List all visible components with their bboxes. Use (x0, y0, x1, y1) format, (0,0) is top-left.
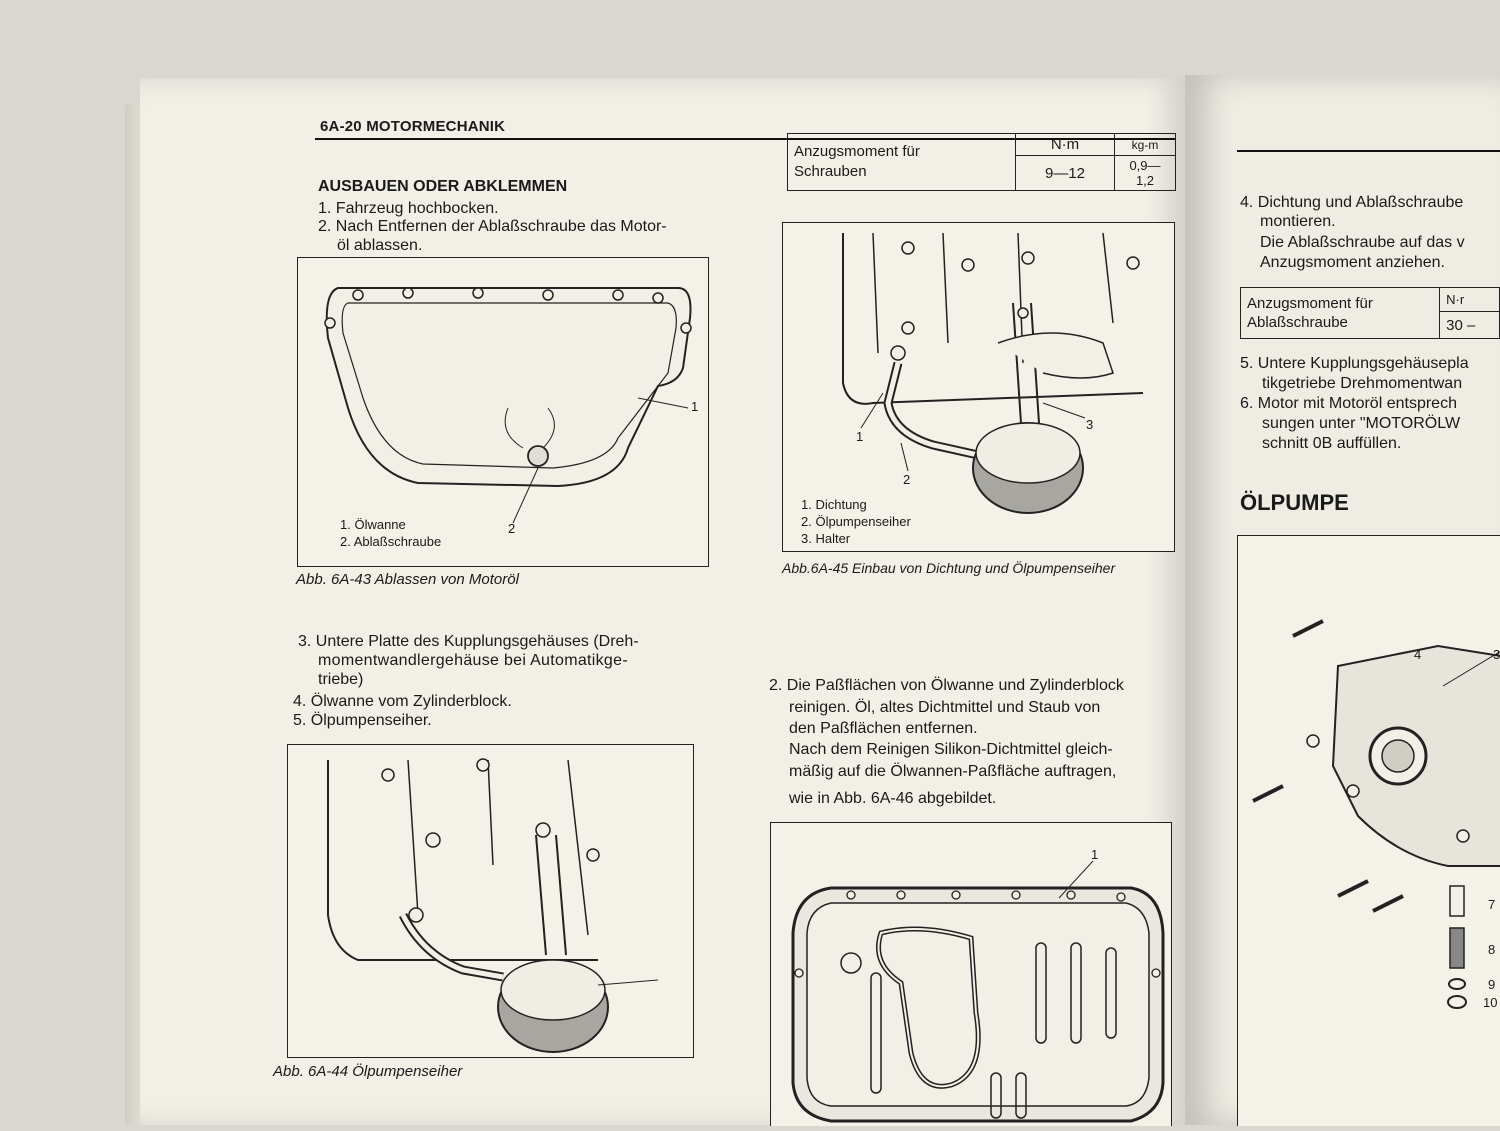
caption-6a-43: Abb. 6A-43 Ablassen von Motoröl (296, 571, 519, 588)
callout-3: 3 (1493, 647, 1500, 662)
section-title-ausbauen: AUSBAUEN ODER ABKLEMMEN (318, 178, 568, 195)
step-2-m-line4: Nach dem Reinigen Silikon-Dichtmittel gl… (789, 741, 1113, 758)
step-6-r-line3: schnitt 0B auffüllen. (1262, 435, 1402, 452)
step-1: 1. Fahrzeug hochbocken. (318, 200, 499, 217)
callout-7: 7 (1488, 897, 1496, 912)
caption-6a-45: Abb.6A-45 Einbau von Dichtung und Ölpump… (782, 560, 1116, 576)
torque-table-bolts: Anzugsmoment für Schrauben N·m kg-m 9—12… (787, 133, 1176, 191)
step-2-m-line1: 2. Die Paßflächen von Ölwanne und Zylind… (769, 677, 1124, 694)
step-2-m-line2: reinigen. Öl, altes Dichtmittel und Stau… (789, 699, 1101, 716)
callout-1: 1 (691, 399, 699, 414)
gasket-strainer-installation-illustration (842, 232, 1144, 514)
step-5: 5. Ölpumpenseiher. (293, 712, 432, 729)
torque-label-line2: Ablaßschraube (1247, 314, 1348, 331)
step-2-m-line3: den Paßflächen entfernen. (789, 720, 978, 737)
step-3-line1: 3. Untere Platte des Kupplungsgehäuses (… (298, 633, 639, 650)
step-2-m-line6: wie in Abb. 6A-46 abgebildet. (789, 790, 997, 807)
step-3-line2: momentwandlergehäuse bei Automatikge- (318, 652, 628, 669)
legend-item-2: 2. Ölpumpenseiher (801, 514, 911, 529)
step-3-line3: triebe) (318, 671, 364, 688)
figure-oil-pump: 4 3 7 8 9 10 (1237, 535, 1500, 1126)
sealant-application-illustration (791, 860, 1165, 1123)
torque-value-nm: 9—12 (1015, 155, 1115, 191)
caption-6a-44: Abb. 6A-44 Ölpumpenseiher (273, 1063, 463, 1080)
step-6-r-line1: 6. Motor mit Motoröl entsprech (1240, 395, 1457, 412)
oil-pan-drain-illustration (324, 287, 692, 524)
callout-1: 1 (1091, 847, 1099, 862)
header-rule (315, 138, 1175, 140)
step-4-r-line4: Anzugsmoment anziehen. (1260, 254, 1445, 271)
torque-label-line2: Schrauben (794, 163, 867, 180)
step-4: 4. Ölwanne vom Zylinderblock. (293, 693, 512, 710)
legend-item-3: 3. Halter (801, 531, 851, 546)
torque-label-line1: Anzugsmoment für (1247, 295, 1373, 312)
callout-4: 4 (1414, 647, 1422, 662)
legend-item-2: 2. Ablaßschraube (340, 534, 442, 549)
torque-unit-nm: N·m (1015, 133, 1115, 156)
torque-value: 30 – (1439, 311, 1500, 339)
torque-label-line1: Anzugsmoment für (794, 143, 920, 160)
step-6-r-line2: sungen unter "MOTORÖLW (1262, 415, 1461, 432)
step-4-r-line2: montieren. (1260, 213, 1336, 230)
torque-unit: N·r (1439, 286, 1500, 313)
callout-2: 2 (508, 521, 516, 536)
callout-3: 3 (1086, 417, 1094, 432)
callout-1: 1 (856, 429, 864, 444)
callout-2: 2 (903, 472, 911, 487)
callout-10: 10 (1483, 995, 1498, 1010)
torque-value-kgm: 0,9—1,2 (1114, 155, 1176, 191)
legend-item-1: 1. Ölwanne (340, 517, 406, 532)
legend-item-1: 1. Dichtung (801, 497, 867, 512)
step-2-line1: 2. Nach Entfernen der Ablaßschraube das … (318, 218, 667, 235)
step-4-r-line3: Die Ablaßschraube auf das v (1260, 234, 1465, 251)
step-2-line2: öl ablassen. (337, 237, 423, 254)
oil-strainer-illustration (327, 758, 659, 1053)
torque-table-drain-plug: Anzugsmoment für Ablaßschraube N·r 30 – (1239, 286, 1500, 339)
oil-pump-exploded-illustration (1252, 619, 1500, 1009)
figure-6a-43: 1 2 1. Ölwanne 2. Ablaßschraube (297, 257, 709, 567)
step-4-r-line1: 4. Dichtung und Ablaßschraube (1240, 194, 1464, 211)
section-title-oelpumpe: ÖLPUMPE (1240, 490, 1349, 515)
step-5-r-line1: 5. Untere Kupplungsgehäusepla (1240, 355, 1469, 372)
step-2-m-line5: mäßig auf die Ölwannen-Paßfläche auftrag… (789, 763, 1117, 780)
figure-6a-45: 1 2 3 1. Dichtung 2. Ölpumpenseiher 3. H… (782, 222, 1175, 552)
callout-9: 9 (1488, 977, 1496, 992)
callout-8: 8 (1488, 942, 1496, 957)
step-5-r-line2: tikgetriebe Drehmomentwan (1262, 375, 1463, 392)
torque-unit-kgm: kg-m (1114, 133, 1176, 156)
page-header: 6A-20 MOTORMECHANIK (320, 118, 506, 135)
figure-6a-44 (287, 744, 694, 1058)
figure-6a-46: 1 (770, 822, 1172, 1126)
right-header-rule (1237, 150, 1500, 152)
